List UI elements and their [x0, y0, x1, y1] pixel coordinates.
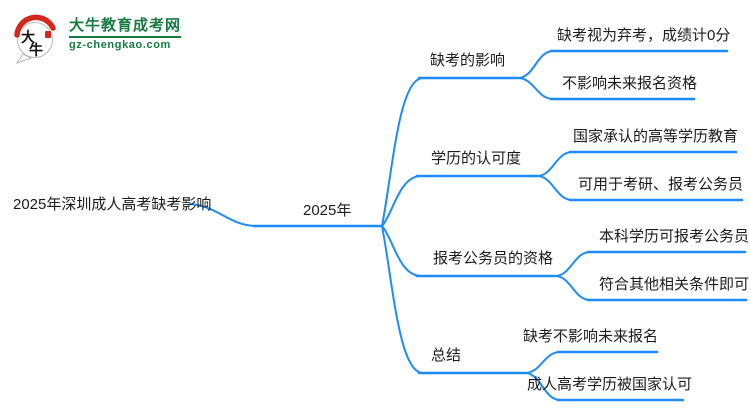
- branch-node-4: 总结: [431, 347, 462, 364]
- leaf-node-4-1: 缺考不影响未来报名: [523, 328, 659, 345]
- leaf-node-1-2: 不影响未来报名资格: [562, 75, 698, 92]
- site-url: gz-chengkao.com: [69, 39, 171, 51]
- leaf-node-2-1: 国家承认的高等学历教育: [573, 128, 739, 145]
- site-logo: 大 牛 大牛教育成考网 gz-chengkao.com: [12, 10, 182, 64]
- svg-text:大: 大: [21, 29, 35, 46]
- root-node: 2025年深圳成人高考缺考影响: [13, 196, 212, 213]
- leaf-node-3-2: 符合其他相关条件即可: [599, 276, 750, 293]
- leaf-node-2-2: 可用于考研、报考公务员: [578, 176, 744, 193]
- svg-text:牛: 牛: [29, 42, 43, 59]
- site-name: 大牛教育成考网: [69, 18, 182, 38]
- leaf-node-3-1: 本科学历可报考公务员: [599, 228, 750, 245]
- connector-curves: [189, 50, 591, 401]
- leaf-node-1-1: 缺考视为弃考，成绩计0分: [557, 27, 731, 44]
- branch-node-1: 缺考的影响: [430, 52, 506, 69]
- node-underlines: [252, 49, 748, 402]
- branch-node-2: 学历的认可度: [431, 150, 522, 167]
- center-node: 2025年: [303, 202, 352, 219]
- branch-node-3: 报考公务员的资格: [433, 250, 554, 267]
- logo-bull-icon: 大 牛: [12, 10, 62, 64]
- leaf-node-4-2: 成人高考学历被国家认可: [527, 376, 693, 393]
